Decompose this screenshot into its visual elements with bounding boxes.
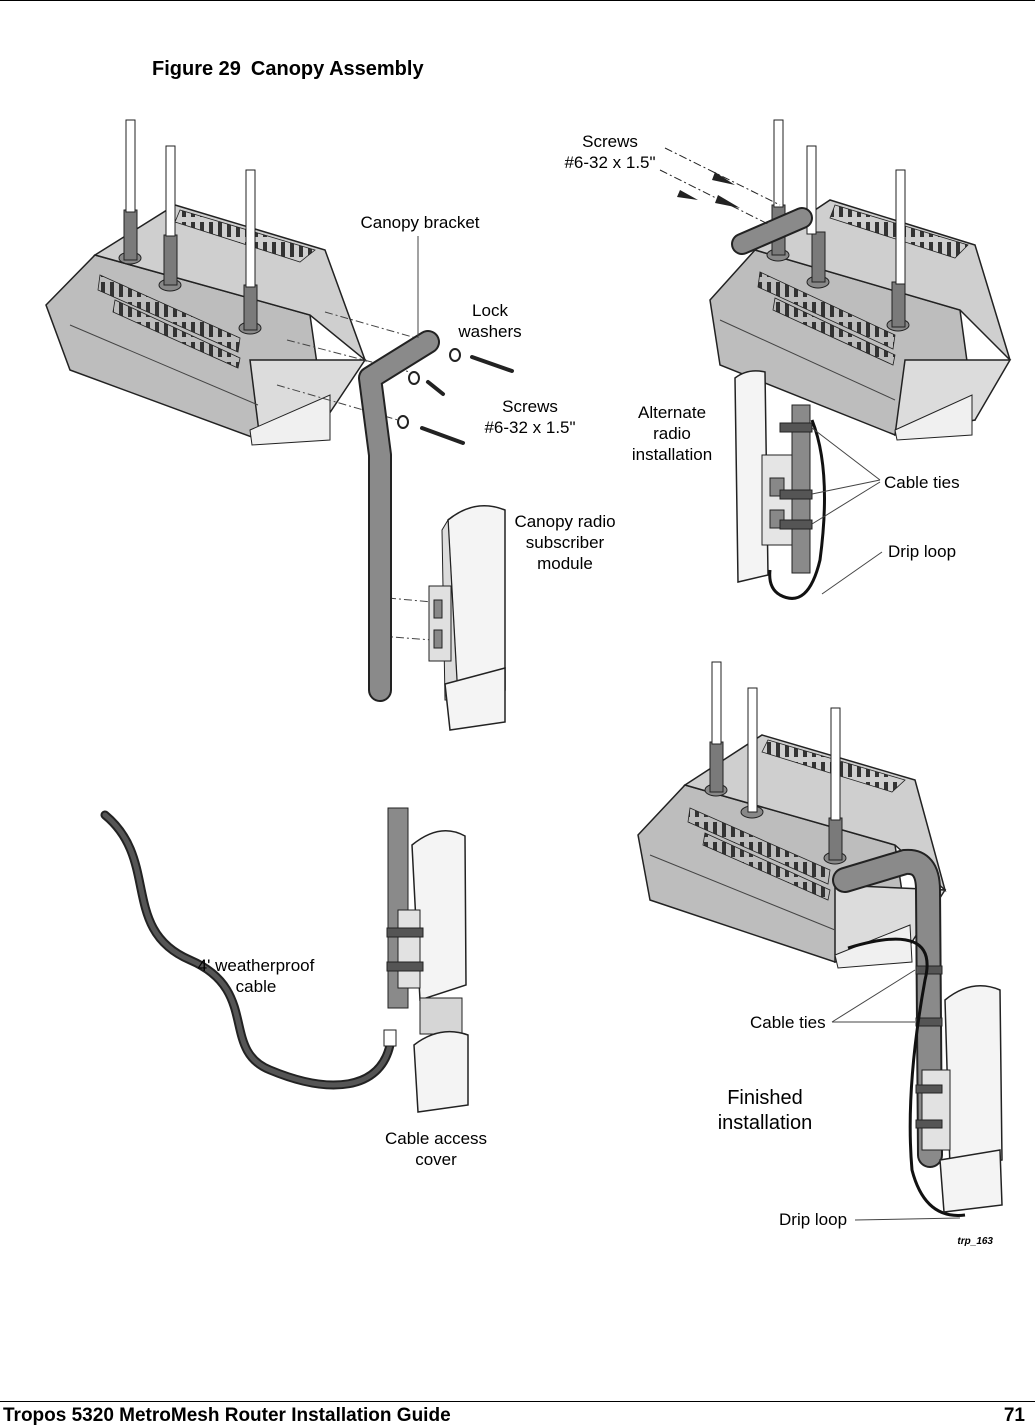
router-unit-bottom-right — [637, 661, 966, 1217]
label-line: module — [537, 554, 593, 573]
label-drip-loop-bottom: Drip loop — [779, 1209, 847, 1230]
router-unit-top-right — [709, 119, 1012, 441]
rj45-connector — [383, 1029, 397, 1047]
alignment-lines-left — [276, 311, 433, 641]
label-alternate: Alternate radio installation — [632, 402, 712, 465]
label-line: Lock — [472, 301, 508, 320]
label-line: installation — [631, 445, 713, 464]
label-line: #6-32 x 1.5" — [484, 418, 576, 437]
label-line: Cable ties — [884, 473, 960, 492]
lock-washers — [397, 348, 461, 429]
label-cable-ties-top: Cable ties — [884, 472, 960, 493]
label-line: Finished — [727, 1087, 803, 1109]
canopy-radio-module — [428, 505, 506, 731]
weatherproof-cable — [100, 810, 395, 1090]
screw-arrowheads — [677, 172, 740, 208]
label-line: washers — [458, 322, 522, 341]
screw-arrows-top — [659, 147, 781, 226]
label-lock-washers: Lock washers — [458, 300, 521, 342]
label-line: Screws — [502, 397, 558, 416]
figure-caption: Figure 29 Canopy Assembly — [152, 58, 424, 81]
label-line: 4' weatherproof — [197, 956, 315, 975]
finished-leaders — [831, 969, 961, 1221]
label-finished: Finished installation — [718, 1086, 813, 1136]
figure-number: Figure 29 — [152, 58, 241, 80]
label-line: Cable access — [384, 1129, 488, 1148]
figure-title: Canopy Assembly — [250, 58, 424, 80]
label-canopy-bracket: Canopy bracket — [360, 212, 479, 233]
footer-title: Tropos 5320 MetroMesh Router Installatio… — [3, 1405, 451, 1426]
label-line: Cable ties — [750, 1013, 826, 1032]
cable-access-cover-shape — [413, 1030, 469, 1113]
label-line: installation — [717, 1112, 813, 1134]
top-rule — [0, 0, 1035, 1]
alternate-radio-module — [734, 370, 826, 600]
label-line: Drip loop — [888, 542, 957, 561]
label-line: cable — [235, 977, 277, 996]
label-line: Drip loop — [779, 1210, 848, 1229]
screws-left — [420, 355, 514, 445]
label-drip-loop-top: Drip loop — [888, 541, 956, 562]
label-canopy-module: Canopy radio subscriber module — [514, 511, 615, 574]
label-line: Alternate — [637, 403, 707, 422]
label-cable-access-cover: Cable access cover — [385, 1128, 487, 1170]
alternate-leaders — [811, 427, 883, 595]
label-line: #6-32 x 1.5" — [564, 153, 656, 172]
label-screws-top: Screws #6-32 x 1.5" — [564, 131, 655, 173]
footer-rule — [0, 1401, 1035, 1402]
canopy-bracket — [358, 330, 440, 702]
label-line: Canopy radio — [514, 512, 616, 531]
figure-id-tag: trp_163 — [957, 1236, 993, 1247]
label-line: subscriber — [525, 533, 605, 552]
label-line: cover — [415, 1150, 457, 1169]
module-on-pole — [386, 807, 467, 1035]
label-weatherproof-cable: 4' weatherproof cable — [198, 955, 315, 997]
label-line: Screws — [582, 132, 638, 151]
label-canopy-bracket-text: Canopy bracket — [360, 213, 480, 232]
label-line: radio — [653, 424, 691, 443]
page-number: 71 — [1003, 1405, 1025, 1426]
label-cable-ties-bottom: Cable ties — [750, 1012, 826, 1033]
label-screws-left: Screws #6-32 x 1.5" — [484, 396, 575, 438]
finished-radio-module — [915, 985, 1003, 1213]
router-unit-top-left — [45, 119, 367, 446]
